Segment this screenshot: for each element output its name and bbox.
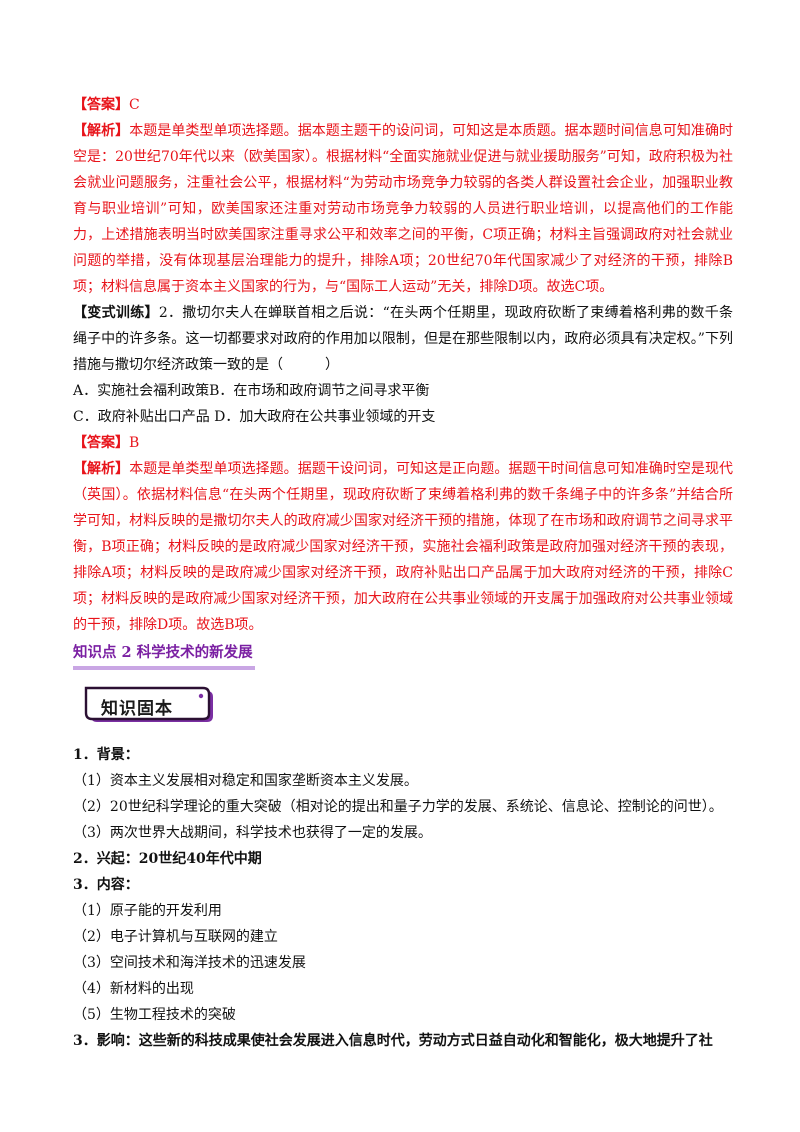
- list-item: （3）两次世界大战期间，科学技术也获得了一定的发展。: [73, 825, 432, 841]
- answer-value: B: [129, 435, 140, 451]
- list-item: （5）生物工程技术的突破: [73, 1007, 236, 1023]
- section-rise-title: 2．兴起：20世纪40年代中期: [73, 851, 262, 867]
- analysis-text: 本题是单类型单项选择题。据题干设问词，可知这是正向题。据题干时间信息可知准确时空…: [73, 461, 734, 633]
- badge-container: 知识固本: [73, 678, 733, 742]
- options-line-1: A．实施社会福利政策B．在市场和政府调节之间寻求平衡: [73, 383, 430, 399]
- analysis-text: 本题是单类型单项选择题。据本题主题干的设问词，可知这是本质题。据本题时间信息可知…: [73, 123, 734, 295]
- section-content-title: 3．内容：: [73, 877, 139, 893]
- options-line-2: C．政府补贴出口产品 D．加大政府在公共事业领域的开支: [73, 409, 436, 425]
- q2-stem: 【变式训练】2．撒切尔夫人在蝉联首相之后说：“在头两个任期里，现政府砍断了束缚着…: [73, 300, 733, 378]
- q1-answer: 【答案】C: [73, 92, 733, 118]
- list-item: （2）电子计算机与互联网的建立: [73, 929, 278, 945]
- section-background-title: 1．背景：: [73, 747, 139, 763]
- list-item: （1）资本主义发展相对稳定和国家垄断资本主义发展。: [73, 773, 418, 789]
- q1-analysis: 【解析】本题是单类型单项选择题。据本题主题干的设问词，可知这是本质题。据本题时间…: [73, 118, 733, 300]
- badge-label: 知识固本: [101, 699, 173, 719]
- q2-answer: 【答案】B: [73, 430, 733, 456]
- q2-analysis: 【解析】本题是单类型单项选择题。据题干设问词，可知这是正向题。据题干时间信息可知…: [73, 456, 733, 638]
- knowledge-badge: 知识固本: [83, 686, 217, 726]
- list-item: （2）20世纪科学理论的重大突破（相对论的提出和量子力学的发展、系统论、信息论、…: [73, 799, 723, 815]
- list-item: （1）原子能的开发利用: [73, 903, 222, 919]
- knowledge-point-title: 知识点 2 科学技术的新发展: [73, 640, 255, 670]
- analysis-label: 【解析】: [73, 123, 130, 139]
- badge-frame-icon: [84, 686, 213, 722]
- list-item: （4）新材料的出现: [73, 981, 194, 997]
- list-item: （3）空间技术和海洋技术的迅速发展: [73, 955, 306, 971]
- variant-training-label: 【变式训练】: [73, 305, 159, 321]
- answer-label: 【答案】: [73, 97, 129, 113]
- question-text: 2．撒切尔夫人在蝉联首相之后说：“在头两个任期里，现政府砍断了束缚着格利弗的数千…: [73, 305, 734, 373]
- section-impact-title: 3．影响：这些新的科技成果使社会发展进入信息时代，劳动方式日益自动化和智能化，极…: [73, 1033, 713, 1049]
- answer-value: C: [129, 97, 140, 113]
- analysis-label: 【解析】: [73, 461, 130, 477]
- document-page: 【答案】C 【解析】本题是单类型单项选择题。据本题主题干的设问词，可知这是本质题…: [73, 92, 733, 1054]
- answer-label: 【答案】: [73, 435, 129, 451]
